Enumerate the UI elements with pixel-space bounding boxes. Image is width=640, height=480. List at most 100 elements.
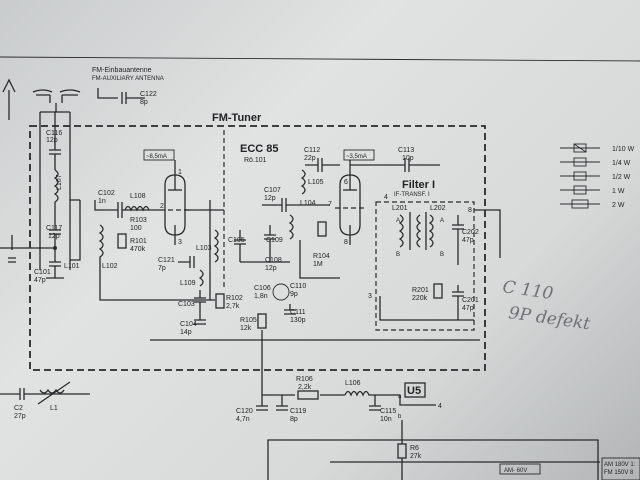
u5-label: U5 (407, 385, 421, 397)
r106-value: 2,2k (298, 384, 312, 391)
l202-label: L202 (430, 205, 446, 212)
c122-label: C122 (140, 91, 157, 98)
lower-wiring (330, 458, 600, 480)
c112-symbol (305, 158, 340, 172)
l103-coil (213, 229, 219, 263)
l101-label: L101 (64, 263, 80, 270)
corner-label-2: FM 150V 8 (604, 470, 634, 476)
u5-pin-4: 4 (438, 403, 442, 410)
c109-label: C109 (266, 237, 283, 244)
c122-value: 8p (140, 99, 148, 106)
l201-coil (398, 212, 422, 250)
legend-1: 1/10 W (612, 146, 635, 153)
l108-coil (124, 205, 150, 212)
c201-symbol (452, 285, 464, 320)
u5-switch (399, 395, 436, 406)
r101-label: R101 (130, 238, 147, 245)
c112-value: 22p (304, 155, 316, 162)
l102-coil (98, 224, 215, 301)
l104-label: L104 (300, 200, 316, 207)
c104-symbol (194, 315, 206, 325)
plate-wiring (299, 240, 340, 279)
tube-name: ECC 85 (240, 143, 279, 155)
u5-pin-a: a (398, 394, 402, 400)
c104-value: 14p (180, 329, 192, 336)
r103-value: 100 (130, 225, 142, 232)
r102-value: 2,7k (226, 303, 240, 310)
c111-label: C111 (290, 309, 306, 316)
c101-label: C101 (34, 269, 51, 276)
c119-symbol (276, 395, 288, 411)
pin-a2: A (440, 218, 444, 224)
l103-label: L103 (196, 245, 212, 252)
c108-value: 12p (265, 265, 277, 272)
r103-label: R103 (130, 217, 147, 224)
filter-pin-4: 4 (384, 194, 388, 201)
u5-pin-b: b (398, 414, 402, 420)
c119-label: C119 (290, 408, 306, 415)
c2-value: 27p (14, 413, 26, 420)
c110-highlight (272, 283, 290, 301)
pin-6: 6 (344, 179, 348, 186)
c102-symbol (94, 200, 160, 218)
fm-antenna-symbol (32, 89, 81, 112)
l109-coil (198, 269, 204, 287)
c120-label: C120 (236, 408, 253, 415)
corner-label-3: AM- 60V (504, 468, 527, 474)
am-box (499, 463, 541, 475)
filter-pin-8: 8 (468, 207, 472, 214)
c111-value: 130p (290, 317, 306, 324)
l1-coil (37, 381, 71, 405)
c2-label: C2 (14, 405, 23, 412)
c117-label: C117 (46, 225, 62, 232)
antenna-subtitle: FM-AUXILIARY ANTENNA (92, 76, 164, 82)
c102-value: 1n (98, 198, 106, 205)
l102-label: L102 (102, 263, 118, 270)
l106-label: L106 (345, 380, 361, 387)
corner-box (601, 457, 640, 480)
corner-label-1: AM 180V 1: (604, 462, 636, 468)
filter-pin-3: 3 (368, 293, 372, 300)
antenna-title: FM-Einbauantenne (92, 67, 152, 74)
r101-symbol (117, 233, 127, 249)
current-label-2: ~3,5mA (346, 154, 367, 160)
c116-value: 12p (46, 137, 58, 144)
c202-symbol (452, 215, 464, 265)
lower-panel (267, 439, 599, 480)
c115-label: C115 (380, 408, 396, 415)
c121-symbol (178, 256, 195, 268)
c105-symbol (234, 230, 246, 262)
r201-value: 220k (412, 295, 428, 302)
c121-value: 7p (158, 265, 166, 272)
pin-b1: B (396, 252, 400, 258)
c121-label: C121 (158, 257, 175, 264)
tube-2-right (335, 149, 375, 245)
c110-label: C110 (290, 283, 306, 290)
c107-value: 12p (264, 195, 276, 202)
tube-ref: Rö.101 (244, 157, 267, 164)
r106-label: R106 (296, 376, 313, 383)
l201-label: L201 (392, 205, 408, 212)
c105-label: C105 (228, 237, 245, 244)
legend-2: 1/4 W (612, 160, 631, 167)
c108-label: C108 (265, 257, 282, 264)
r6-label: R6 (410, 445, 419, 452)
c113-value: 10p (402, 155, 414, 162)
pin-a1: A (396, 218, 400, 224)
l105-coil (300, 169, 306, 195)
c201-value: 47p (462, 305, 474, 312)
r102-label: R102 (226, 295, 243, 302)
filter-subtitle: IF-TRANSF. I (394, 192, 430, 198)
legend-3: 1/2 W (612, 174, 631, 181)
r104-symbol (317, 221, 327, 237)
c111-symbol (284, 304, 296, 315)
l107-label: L107 (56, 174, 63, 190)
pin-7: 7 (328, 201, 332, 208)
c113-symbol (350, 158, 440, 172)
page-top-line (0, 56, 640, 62)
r106-symbol (297, 390, 319, 400)
left-arrow-head (2, 78, 16, 93)
c107-symbol (262, 198, 330, 212)
